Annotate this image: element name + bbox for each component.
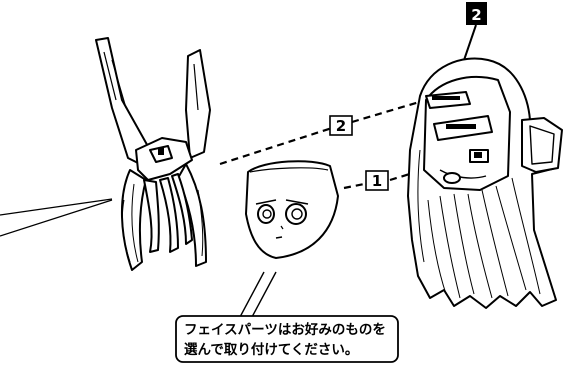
marker-1: 1 [365, 170, 389, 191]
step-number: 2 [471, 6, 481, 24]
step-badge: 2 [466, 2, 487, 25]
instruction-callout: フェイスパーツはお好みのものを 選んで取り付けてください。 [175, 315, 399, 363]
instruction-line-1: フェイスパーツはお好みのものを [184, 321, 386, 338]
front-hair-part [95, 37, 211, 271]
marker-2-number: 2 [336, 117, 346, 135]
back-hair-part [407, 57, 563, 309]
marker-1-number: 1 [372, 172, 382, 190]
instruction-line-2: 選んで取り付けてください。 [184, 341, 358, 358]
face-part [245, 160, 339, 259]
marker-2: 2 [329, 115, 353, 136]
left-callout-lines [0, 198, 113, 237]
